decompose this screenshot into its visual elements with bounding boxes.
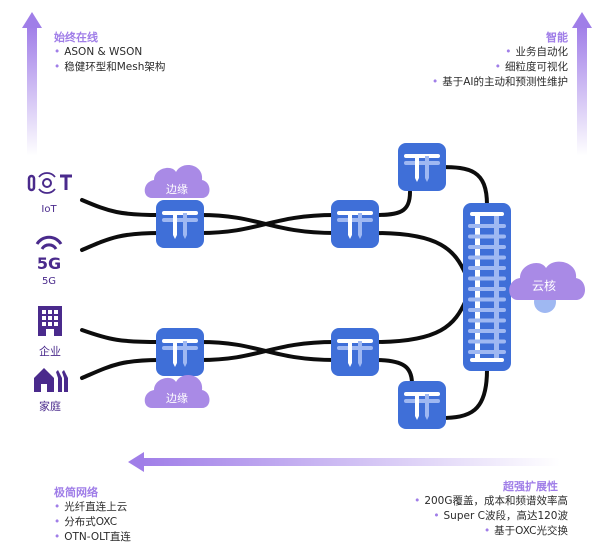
core-cloud-label: 云核 — [532, 279, 556, 293]
panel-item: 业务自动化 — [432, 45, 569, 60]
panel-always-online-title: 始终在线 — [54, 31, 98, 44]
horizontal-arrow-bottom — [128, 452, 560, 472]
panel-always-online: 始终在线 ASON & WSON 稳健环型和Mesh架构 — [54, 30, 165, 75]
home-label: 家庭 — [39, 399, 61, 413]
edge-cloud-bottom: 边缘 — [144, 375, 210, 408]
panel-item: ASON & WSON — [54, 45, 165, 60]
svg-text:5G: 5G — [37, 254, 61, 273]
panel-intelligent: 智能 业务自动化 细粒度可视化 基于AI的主动和预测性维护 — [432, 30, 568, 90]
iot-label: IoT — [41, 204, 57, 215]
edge-switch-bottom — [156, 328, 204, 376]
oxc-rung — [468, 245, 506, 249]
aggregation-switch-bottom — [331, 328, 379, 376]
panel-item: 分布式OXC — [54, 515, 131, 530]
panel-item: Super C波段，高达120波 — [414, 509, 568, 524]
panel-intelligent-title: 智能 — [546, 31, 568, 44]
panel-simple-network-title: 极简网络 — [54, 486, 98, 499]
oxc-rung — [468, 329, 506, 333]
oxc-rung — [468, 255, 506, 260]
core-oxc-switch — [463, 203, 511, 371]
vertical-arrow-right — [572, 12, 592, 156]
panel-item: 基于OXC光交换 — [414, 524, 568, 539]
iot-icon — [27, 172, 72, 194]
oxc-rung — [468, 350, 506, 354]
aggregation-switch-top — [331, 200, 379, 248]
oxc-rung — [468, 224, 506, 228]
edge-cloud-top: 边缘 — [144, 165, 210, 198]
panel-scalability-title: 超强扩展性 — [503, 480, 558, 493]
panel-item: OTN-OLT直连 — [54, 530, 131, 545]
edge-cloud-top-label: 边缘 — [166, 183, 188, 196]
5g-signal-icon: 5G — [35, 235, 63, 273]
oxc-rung — [468, 266, 506, 270]
upper-switch — [398, 143, 446, 191]
home-icon — [34, 368, 68, 392]
enterprise-building-icon — [38, 306, 62, 336]
oxc-rung — [468, 318, 506, 323]
panel-item: 稳健环型和Mesh架构 — [54, 60, 165, 75]
panel-item: 200G覆盖，成本和频谱效率高 — [414, 494, 568, 509]
panel-item: 基于AI的主动和预测性维护 — [432, 75, 568, 90]
edge-switch-top — [156, 200, 204, 248]
vertical-arrow-left — [22, 12, 42, 156]
oxc-rung — [468, 297, 506, 302]
fiber-links — [80, 165, 489, 420]
panel-simple-network: 极简网络 光纤直连上云 分布式OXC OTN-OLT直连 — [54, 485, 131, 545]
panel-item: 光纤直连上云 — [54, 500, 131, 515]
panel-scalability: 超强扩展性 200G覆盖，成本和频谱效率高 Super C波段，高达120波 基… — [414, 479, 568, 539]
oxc-rung — [468, 234, 506, 239]
oxc-rung — [468, 308, 506, 312]
oxc-rung — [468, 287, 506, 291]
edge-cloud-bottom-label: 边缘 — [166, 392, 188, 405]
oxc-rung — [468, 339, 506, 344]
core-cloud: 云核 — [509, 261, 585, 313]
panel-item: 细粒度可视化 — [432, 60, 568, 75]
enterprise-label: 企业 — [39, 344, 61, 358]
oxc-rung — [468, 276, 506, 281]
lower-switch — [398, 381, 446, 429]
5g-label: 5G — [42, 276, 56, 287]
